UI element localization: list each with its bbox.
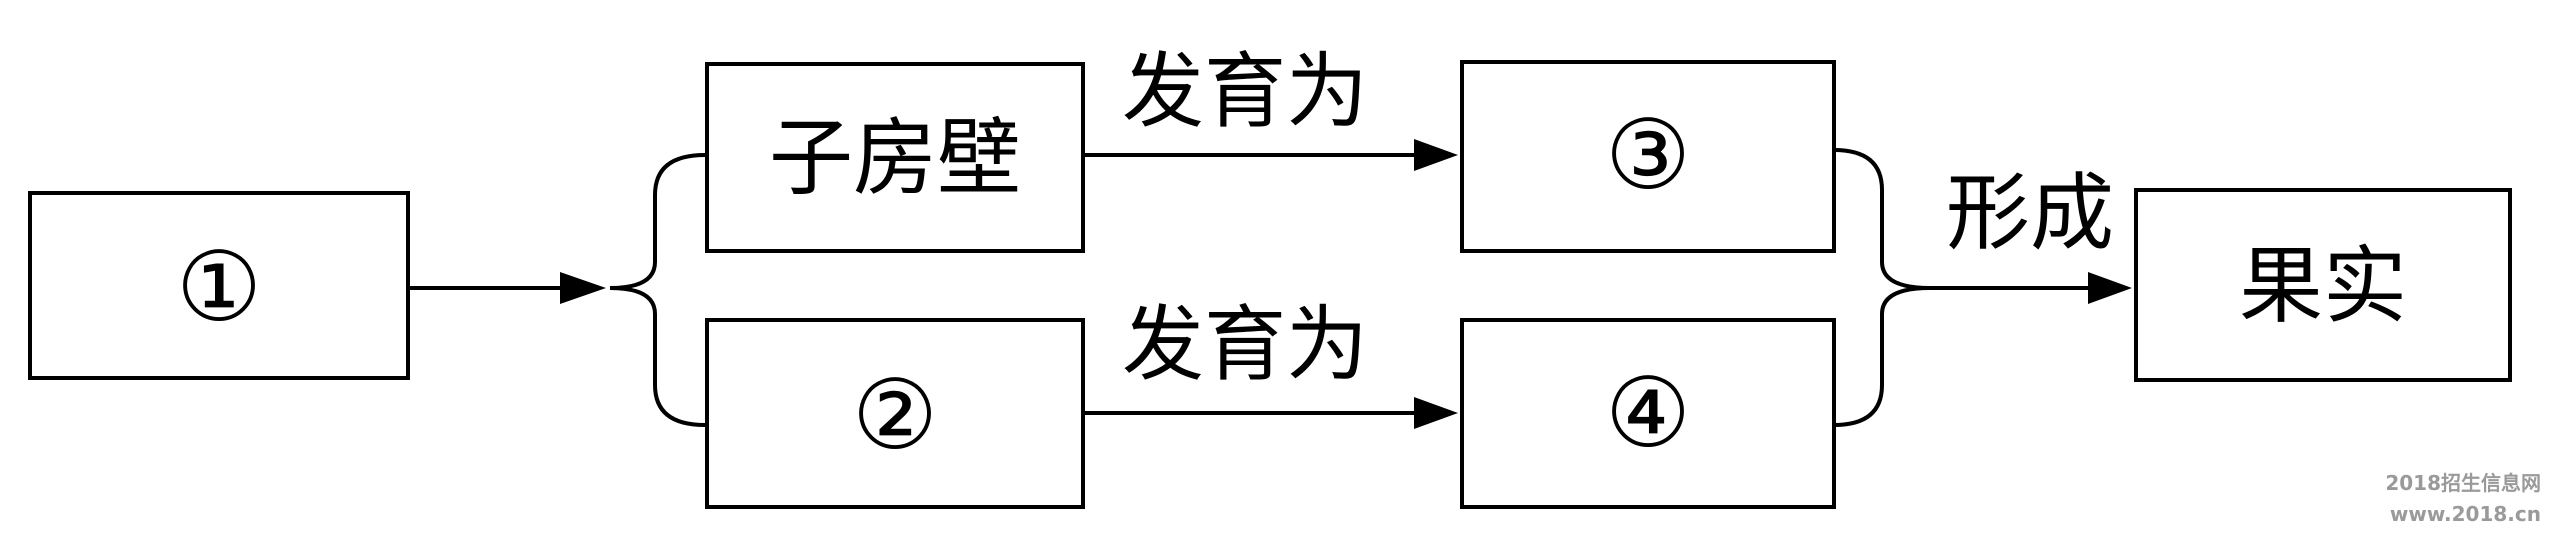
node-fruit-label: 果实: [2239, 237, 2407, 335]
node-2-box: ②: [705, 318, 1085, 509]
arrow-1-to-brace: [408, 272, 606, 304]
node-4-label: ④: [1605, 357, 1691, 469]
node-ovary-wall-box: 子房壁: [705, 62, 1085, 253]
node-4-box: ④: [1460, 318, 1836, 509]
node-2-label: ②: [852, 359, 938, 471]
arrow-bottom-label: 发育为: [1122, 298, 1368, 393]
node-1-box: ①: [28, 191, 410, 380]
arrow-bottom: 发育为: [1083, 298, 1458, 429]
watermark: 2018招生信息网 www.2018.cn: [2385, 471, 2541, 526]
node-3-label: ③: [1605, 99, 1691, 211]
watermark-line-1: 2018招生信息网: [2385, 471, 2541, 495]
split-brace: [609, 153, 706, 427]
node-ovary-wall-label: 子房壁: [769, 109, 1021, 207]
arrow-top-label: 发育为: [1122, 45, 1368, 140]
watermark-line-2: www.2018.cn: [2390, 502, 2541, 526]
node-1-label: ①: [176, 231, 262, 343]
arrow-merge-label: 形成: [1946, 164, 2114, 262]
merge-brace: [1833, 148, 1931, 427]
arrow-to-fruit: 形成: [1930, 164, 2132, 304]
node-fruit-box: 果实: [2134, 188, 2512, 382]
arrow-top: 发育为: [1083, 45, 1458, 171]
node-3-box: ③: [1460, 60, 1836, 253]
